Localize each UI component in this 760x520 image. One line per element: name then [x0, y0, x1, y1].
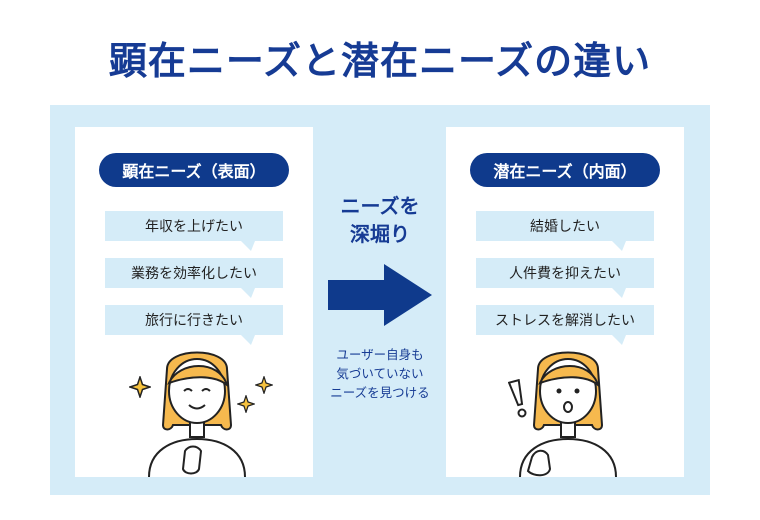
note-line: 気づいていない: [336, 366, 424, 381]
exclamation-icon: [508, 379, 527, 418]
surprised-woman-illustration: [519, 351, 617, 477]
speech-bubble: 業務を効率化したい: [105, 258, 283, 298]
heading-line: ニーズを: [340, 194, 420, 218]
arrow-right-icon: [328, 264, 432, 326]
sparkle-icon: [255, 376, 273, 394]
speech-bubble: 年収を上げたい: [105, 211, 283, 251]
page-title: 顕在ニーズと潜在ニーズの違い: [108, 39, 652, 83]
smiling-woman-illustration: [148, 351, 246, 477]
speech-bubble: 人件費を抑えたい: [476, 258, 654, 298]
manifest-needs-label: 顕在ニーズ（表面）: [99, 153, 289, 187]
sparkle-icon: [129, 376, 151, 398]
note-line: ニーズを見つける: [330, 385, 430, 400]
heading-line: 深堀り: [350, 222, 410, 246]
speech-bubble: ストレスを解消したい: [476, 305, 654, 345]
manifest-needs-card: 顕在ニーズ（表面） 年収を上げたい 業務を効率化したい 旅行に行きたい: [75, 127, 313, 477]
center-note: ユーザー自身も 気づいていない ニーズを見つける: [318, 345, 442, 402]
latent-needs-card: 潜在ニーズ（内面） 結婚したい 人件費を抑えたい ストレスを解消したい: [446, 127, 684, 477]
speech-bubble: 結婚したい: [476, 211, 654, 251]
sparkle-icon: [237, 395, 255, 413]
dig-deeper-heading: ニーズを 深堀り: [318, 192, 442, 248]
speech-bubble: 旅行に行きたい: [105, 305, 283, 345]
note-line: ユーザー自身も: [336, 347, 424, 362]
latent-needs-label: 潜在ニーズ（内面）: [470, 153, 660, 187]
